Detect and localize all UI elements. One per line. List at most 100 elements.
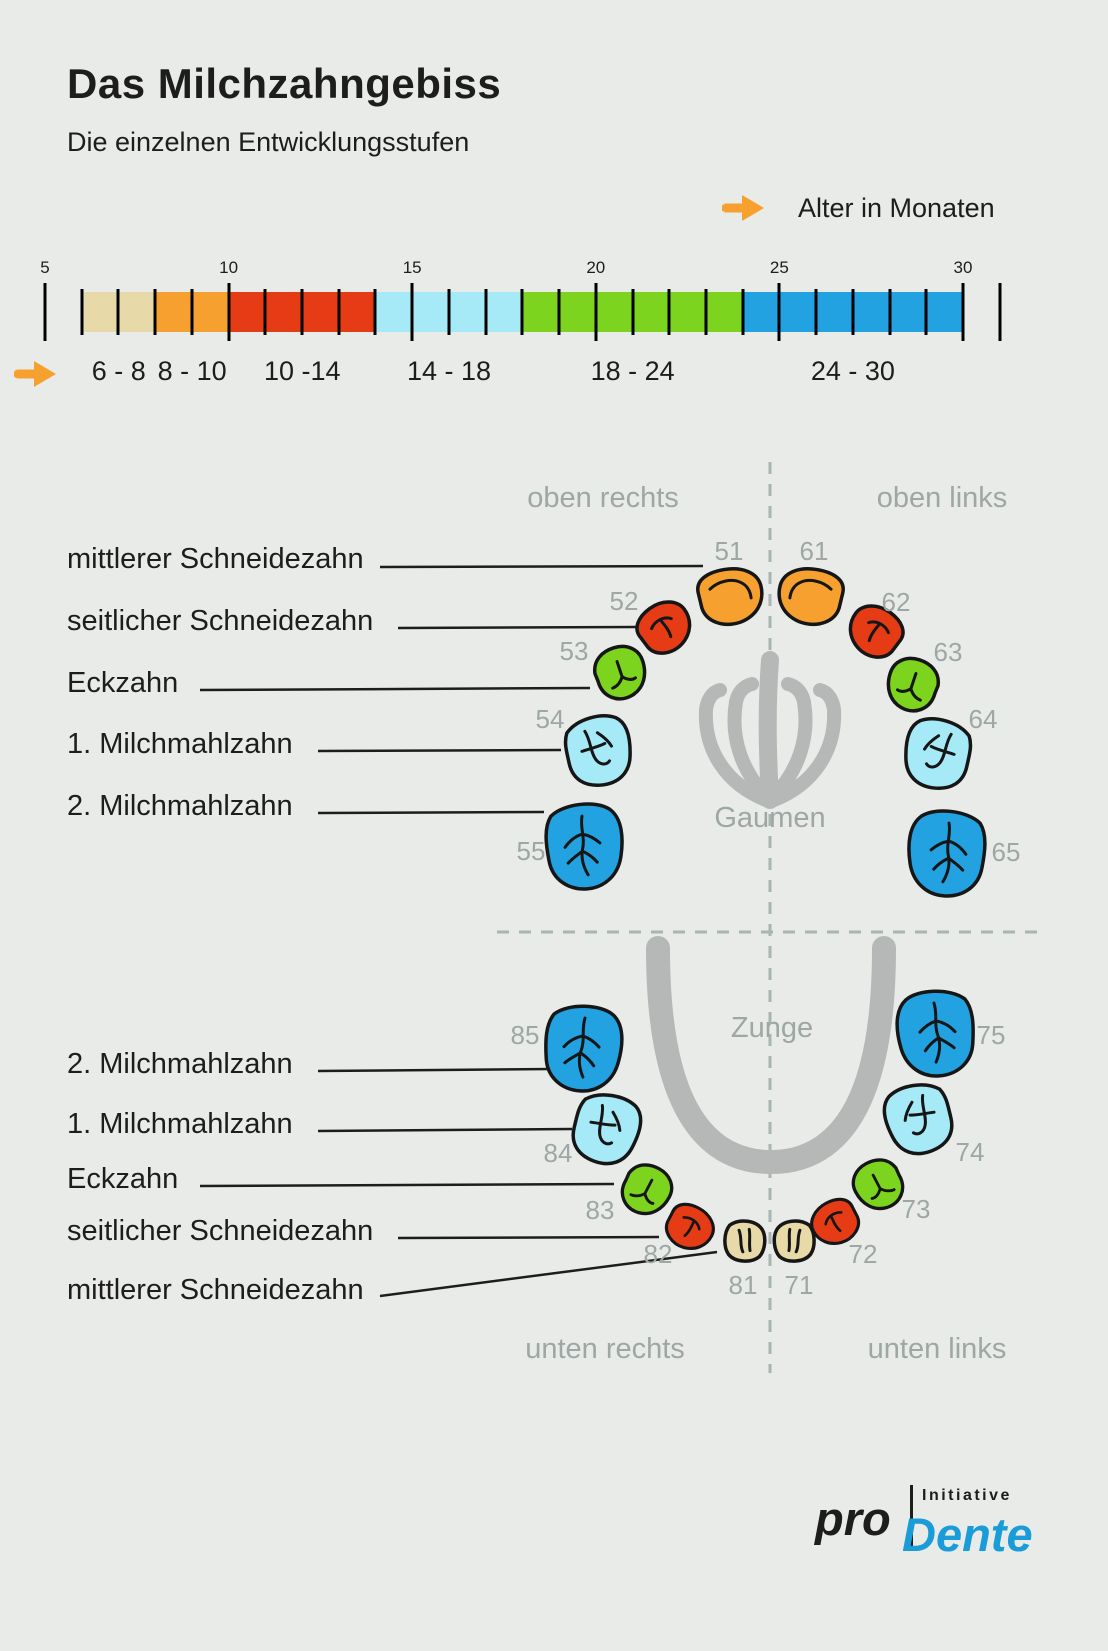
logo-pro: pro bbox=[815, 1492, 891, 1545]
label-lower-first-molar: 1. Milchmahlzahn bbox=[67, 1108, 293, 1140]
prodente-logo: pro Initiative Dente bbox=[815, 1483, 1035, 1563]
timeline-tick bbox=[337, 289, 341, 335]
arrow-right-icon bbox=[14, 361, 56, 387]
tooth-number: 64 bbox=[969, 704, 998, 734]
tooth-71 bbox=[770, 1217, 818, 1265]
timeline-tick bbox=[741, 289, 745, 335]
leader-line bbox=[379, 564, 704, 569]
timeline-scale-number: 15 bbox=[402, 258, 422, 277]
page-title: Das Milchzahngebiss bbox=[67, 60, 502, 107]
tooth-73 bbox=[845, 1151, 912, 1219]
tooth-number: 65 bbox=[992, 837, 1021, 867]
tooth-51 bbox=[694, 564, 767, 630]
timeline-tick bbox=[631, 289, 635, 335]
tooth-65 bbox=[903, 806, 989, 901]
label-lower-canine: Eckzahn bbox=[67, 1163, 179, 1195]
timeline-tick bbox=[594, 283, 598, 341]
tooth-number: 82 bbox=[644, 1239, 673, 1269]
leader-line bbox=[397, 625, 643, 630]
logo-dente: Dente bbox=[902, 1508, 1033, 1561]
tooth-55 bbox=[542, 799, 628, 894]
range-label: 6 - 8 bbox=[91, 356, 146, 386]
tooth-number: 71 bbox=[785, 1270, 814, 1300]
tongue-graphic bbox=[646, 936, 896, 1175]
timeline-scale-number: 30 bbox=[953, 258, 973, 277]
timeline-tick bbox=[484, 289, 488, 335]
tooth-number: 63 bbox=[934, 637, 963, 667]
label-upper-second-molar: 2. Milchmahlzahn bbox=[67, 790, 293, 822]
timeline-tick bbox=[777, 283, 781, 341]
tooth-number: 61 bbox=[800, 536, 829, 566]
leader-line bbox=[199, 686, 591, 692]
tooth-number: 52 bbox=[610, 586, 639, 616]
leader-line bbox=[317, 1067, 553, 1073]
label-upper-first-molar: 1. Milchmahlzahn bbox=[67, 728, 293, 760]
leader-lines bbox=[199, 564, 718, 1298]
label-upper-lateral-incisor: seitlicher Schneidezahn bbox=[67, 605, 374, 637]
tooth-number: 81 bbox=[729, 1270, 758, 1300]
timeline-tick bbox=[998, 283, 1002, 341]
leader-line bbox=[317, 748, 562, 753]
tooth-52 bbox=[628, 591, 702, 664]
tooth-number: 74 bbox=[956, 1137, 985, 1167]
timeline-tick bbox=[851, 289, 855, 335]
leader-line bbox=[199, 1182, 615, 1188]
tooth-75 bbox=[893, 986, 979, 1081]
age-legend-label: Alter in Monaten bbox=[798, 192, 995, 223]
leader-line bbox=[317, 810, 545, 815]
leader-line bbox=[397, 1235, 660, 1240]
tooth-number: 53 bbox=[560, 636, 589, 666]
tooth-number: 51 bbox=[715, 536, 744, 566]
page-subtitle: Die einzelnen Entwicklungsstufen bbox=[67, 127, 470, 157]
timeline-tick bbox=[373, 289, 377, 335]
tooth-81 bbox=[721, 1217, 769, 1265]
tooth-number: 72 bbox=[849, 1239, 878, 1269]
timeline-tick bbox=[116, 289, 120, 335]
timeline-tick bbox=[300, 289, 304, 335]
tooth-63 bbox=[877, 649, 947, 720]
range-label: 10 -14 bbox=[263, 356, 341, 386]
timeline-tick bbox=[447, 289, 451, 335]
tongue-label: Zunge bbox=[731, 1012, 813, 1044]
tooth-number: 85 bbox=[511, 1020, 540, 1050]
tooth-number: 62 bbox=[882, 587, 911, 617]
tooth-number: 55 bbox=[517, 836, 546, 866]
timeline-tick bbox=[43, 283, 47, 341]
timeline-tick bbox=[557, 289, 561, 335]
tooth-64 bbox=[896, 711, 978, 796]
label-lower-second-molar: 2. Milchmahlzahn bbox=[67, 1048, 293, 1080]
label-lower-lateral-incisor: seitlicher Schneidezahn bbox=[67, 1215, 374, 1247]
quadrant-label-top-right: oben rechts bbox=[527, 482, 679, 514]
tooth-84 bbox=[565, 1086, 648, 1172]
timeline-tick bbox=[190, 289, 194, 335]
timeline-tick bbox=[520, 289, 524, 335]
tooth-61 bbox=[774, 564, 847, 630]
timeline-scale-number: 25 bbox=[769, 258, 789, 277]
palate-label: Gaumen bbox=[714, 802, 825, 834]
label-upper-canine: Eckzahn bbox=[67, 667, 179, 699]
tooth-62 bbox=[838, 595, 912, 668]
logo-initiative: Initiative bbox=[922, 1487, 1012, 1504]
range-label: 24 - 30 bbox=[810, 356, 895, 386]
timeline-tick bbox=[153, 289, 157, 335]
arrow-right-icon bbox=[722, 195, 764, 221]
tooth-85 bbox=[540, 1001, 626, 1096]
tooth-53 bbox=[586, 637, 656, 708]
timeline-tick bbox=[410, 283, 414, 341]
timeline-tick bbox=[227, 283, 231, 341]
range-label: 18 - 24 bbox=[590, 356, 675, 386]
timeline-tick bbox=[263, 289, 267, 335]
label-upper-central-incisor: mittlerer Schneidezahn bbox=[67, 543, 364, 575]
timeline-tick bbox=[667, 289, 671, 335]
timeline-tick bbox=[814, 289, 818, 335]
range-label: 14 - 18 bbox=[407, 356, 492, 386]
leader-line bbox=[379, 1250, 718, 1298]
logo-divider bbox=[910, 1485, 913, 1551]
tooth-72 bbox=[802, 1190, 868, 1255]
tooth-54 bbox=[558, 708, 640, 793]
timeline-scale-number: 20 bbox=[586, 258, 606, 277]
palate-graphic bbox=[698, 651, 842, 809]
timeline-tick bbox=[924, 289, 928, 335]
